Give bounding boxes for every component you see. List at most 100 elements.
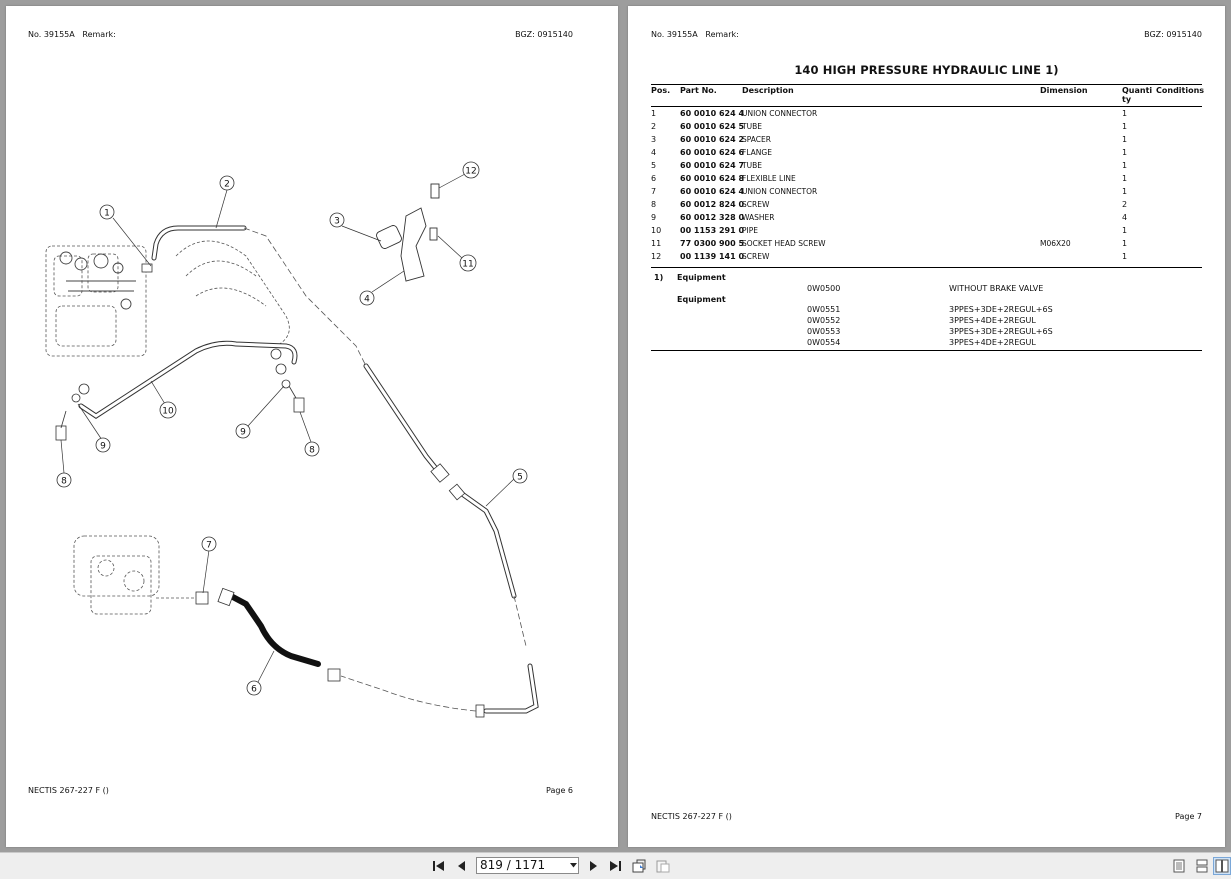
lower-block-drawing [73,535,196,615]
rotate-button[interactable] [630,857,648,875]
callout-4: 4 [359,270,405,306]
cell-part-no: 60 0010 624 4 [680,109,745,118]
previous-page-button[interactable] [453,857,471,875]
cell-pos: 10 [651,226,662,235]
valve-block-detail [59,251,136,310]
svg-text:11: 11 [462,260,473,270]
table-divider [651,267,1202,268]
cell-description: UNION CONNECTOR [742,187,818,196]
callout-6: 6 [246,650,275,696]
note-row: 0W0500 WITHOUT BRAKE VALVE [651,283,1202,294]
cell-part-no: 60 0010 624 5 [680,122,745,131]
cell-description: SCREW [742,252,770,261]
cell-part-no: 77 0300 900 5 [680,239,745,248]
equipment-code: 0W0554 [807,338,841,347]
svg-text:2: 2 [224,180,230,190]
cell-pos: 7 [651,187,657,196]
cell-quantity: 4 [1122,213,1128,222]
svg-text:3: 3 [334,217,340,227]
note-row: 1) Equipment [651,272,1202,283]
svg-text:8: 8 [309,446,315,456]
equipment-value: 3PPES+4DE+2REGUL [949,316,1036,325]
equipment-notes: 1) Equipment 0W0500 WITHOUT BRAKE VALVE … [651,272,1202,351]
section-title: 140 HIGH PRESSURE HYDRAULIC LINE 1) [794,63,1059,77]
next-page-button[interactable] [584,857,602,875]
viewer-toolbar: 819 / 1171 [0,852,1231,879]
page-dropdown-button[interactable] [568,857,579,874]
svg-text:12: 12 [465,167,476,177]
callout-10: 10 [150,380,177,419]
cell-part-no: 60 0010 624 7 [680,161,745,170]
callout-11: 11 [437,235,477,272]
equipment-code: 0W0500 [807,284,841,293]
callout-1: 1 [99,204,152,267]
cell-quantity: 1 [1122,187,1128,196]
cell-quantity: 1 [1122,161,1128,170]
cell-description: FLANGE [742,148,772,157]
header-bgz: BGZ: 0915140 [1144,30,1202,39]
footer-page-number: Page 6 [546,786,573,795]
cell-pos: 2 [651,122,657,131]
cell-quantity: 1 [1122,122,1128,131]
note-marker: 1) [654,273,664,282]
parts-table-header: Pos. Part No. Description Dimension Quan… [651,84,1205,107]
cell-part-no: 00 1153 291 0 [680,226,745,235]
next-page-icon [590,861,597,871]
extract-button[interactable] [654,857,672,875]
cell-pos: 5 [651,161,657,170]
equipment-value: 3PPES+4DE+2REGUL [949,338,1036,347]
callout-9a: 9 [77,403,111,453]
cell-pos: 1 [651,109,657,118]
two-page-view-icon [1215,859,1229,873]
previous-page-icon [458,861,465,871]
page-number-field[interactable]: 819 / 1171 [476,857,579,874]
cell-part-no: 60 0010 624 2 [680,135,745,144]
callout-8b: 8 [299,411,320,457]
first-page-button[interactable] [430,857,448,875]
col-dimension: Dimension [1040,86,1088,95]
cell-pos: 4 [651,148,657,157]
last-page-button[interactable] [606,857,624,875]
cell-quantity: 1 [1122,252,1128,261]
single-page-view-button[interactable] [1170,857,1188,875]
cell-quantity: 1 [1122,226,1128,235]
two-page-view-button[interactable] [1213,857,1231,875]
equipment-value: 3PPES+3DE+2REGUL+6S [949,327,1053,336]
left-page: No. 39155A Remark: BGZ: 0915140 [6,6,618,847]
continuous-view-button[interactable] [1193,857,1211,875]
footer-page-number: Page 7 [1175,812,1202,821]
callout-markers: 1 2 3 4 5 [56,161,528,696]
callout-8a: 8 [56,439,72,488]
last-page-icon [610,861,621,871]
flange-bracket [376,183,440,282]
cell-description: SOCKET HEAD SCREW [742,239,826,248]
cell-description: UNION CONNECTOR [742,109,818,118]
svg-text:9: 9 [240,428,246,438]
svg-text:6: 6 [251,685,257,695]
cell-description: SPACER [742,135,771,144]
svg-text:10: 10 [162,407,174,417]
cell-pos: 8 [651,200,657,209]
svg-text:8: 8 [61,477,67,487]
tube-lower [483,663,539,714]
footer-model: NECTIS 267-227 F () [28,786,109,795]
cell-pos: 6 [651,174,657,183]
cell-quantity: 1 [1122,148,1128,157]
header-document-number: No. 39155A Remark: [28,30,116,39]
cell-quantity: 1 [1122,239,1128,248]
col-conditions: Conditions [1156,86,1205,95]
callout-5: 5 [485,468,528,507]
note-label: Equipment [677,295,726,304]
